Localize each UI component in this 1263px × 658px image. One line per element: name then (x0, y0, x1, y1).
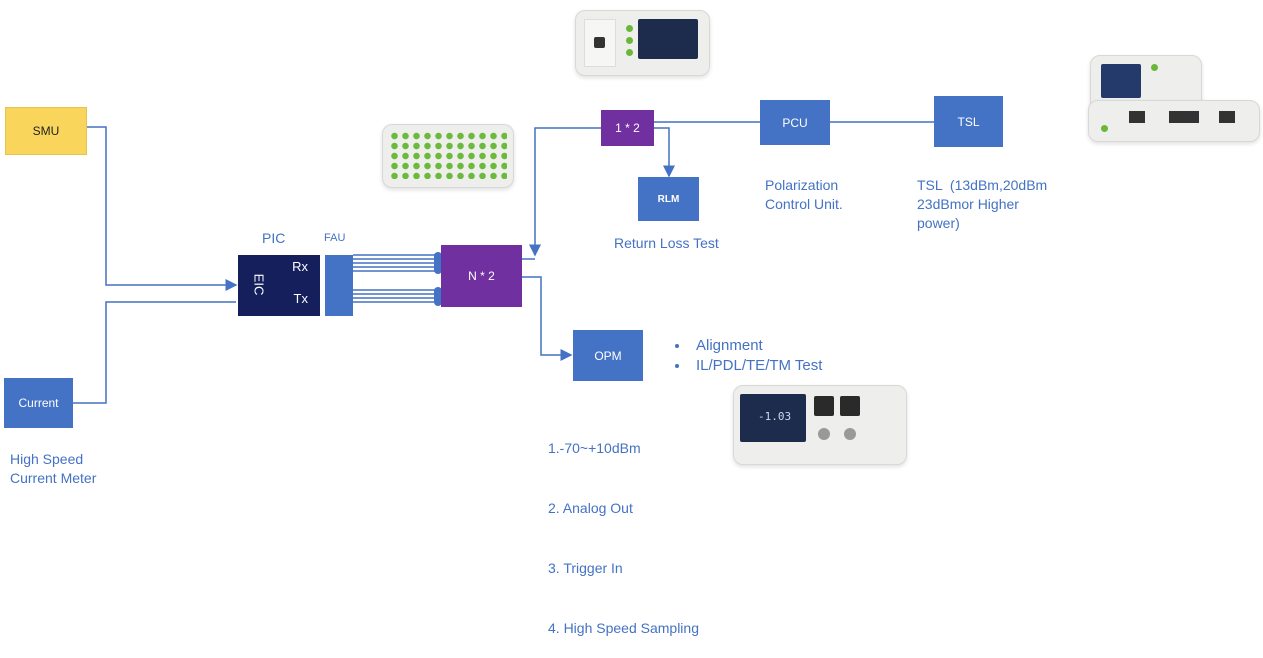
tx-label: Tx (293, 291, 308, 306)
bnc-connector-icon (844, 428, 856, 440)
return-loss-caption: Return Loss Test (614, 235, 719, 251)
sensor-port-icon (840, 396, 860, 416)
port-icon (1219, 111, 1235, 123)
opm-bullet: IL/PDL/TE/TM Test (690, 356, 822, 376)
fiber-bundle-tx (353, 289, 437, 303)
opm-spec: 2. Analog Out (548, 500, 633, 516)
pcu-label: PCU (782, 115, 808, 130)
wire-splitter-rlm (654, 127, 675, 178)
tsl-caption: TSL (13dBm,20dBm 23dBmor Higher power) (917, 177, 1048, 231)
current-meter-caption: High Speed Current Meter (10, 451, 97, 486)
wire-smu-eic (87, 126, 238, 291)
opm-spec-list: 1.-70~+10dBm 2. Analog Out 3. Trigger In… (548, 398, 699, 658)
opm-bullet-list: Alignment IL/PDL/TE/TM Test (668, 336, 822, 376)
tsl-base-device-photo (1088, 100, 1260, 142)
connector-tx (434, 287, 442, 306)
pic-box[interactable]: EIC Rx Tx (238, 255, 320, 316)
fau-box[interactable] (325, 255, 353, 316)
connector-rx (434, 252, 442, 274)
wire-n2-opm (522, 276, 573, 361)
led-icon (1151, 64, 1158, 71)
opm-device-photo: -1.03 (733, 385, 907, 465)
rlm-label: RLM (657, 193, 680, 205)
wire-current-eic (73, 301, 236, 404)
tsl-label: TSL (957, 114, 980, 129)
bnc-connector-icon (818, 428, 830, 440)
device-screen (1101, 64, 1141, 98)
pcu-caption: Polarization Control Unit. (765, 177, 843, 212)
knob-icon (594, 37, 605, 48)
eic-label: EIC (251, 273, 267, 296)
opm-label: OPM (594, 348, 622, 363)
device-screen (638, 19, 698, 59)
opm-bullet: Alignment (690, 336, 822, 356)
opm-box[interactable]: OPM (573, 330, 643, 381)
wire-splitter-n2 (529, 127, 601, 257)
rlm-box[interactable]: RLM (638, 177, 699, 221)
led-icon (626, 37, 633, 44)
n2-switch-box[interactable]: N * 2 (441, 245, 522, 307)
led-icon (1101, 125, 1108, 132)
device-panel (584, 19, 616, 67)
opm-spec: 4. High Speed Sampling (548, 620, 699, 636)
splitter-label: 1 * 2 (615, 121, 640, 135)
connection-lines (73, 121, 934, 404)
opm-spec: 1.-70~+10dBm (548, 440, 641, 456)
port-icon (1129, 111, 1145, 123)
current-box[interactable]: Current (4, 378, 73, 428)
fiber-bundle-rx (353, 254, 437, 272)
opm-spec: 3. Trigger In (548, 560, 623, 576)
fau-title: FAU (324, 232, 346, 244)
smu-label: SMU (32, 124, 60, 138)
smu-box[interactable]: SMU (5, 107, 87, 155)
fiber-ports (389, 131, 507, 179)
current-label: Current (18, 396, 59, 410)
opm-screen-reading: -1.03 (758, 410, 792, 423)
device-screen: -1.03 (740, 394, 806, 442)
rx-label: Rx (292, 259, 308, 274)
led-icon (626, 49, 633, 56)
pcu-device-photo (575, 10, 710, 76)
pic-title: PIC (262, 230, 286, 246)
sensor-port-icon (814, 396, 834, 416)
led-icon (626, 25, 633, 32)
splitter-box[interactable]: 1 * 2 (601, 110, 654, 146)
n2-label: N * 2 (468, 269, 495, 283)
port-icon (1169, 111, 1199, 123)
tsl-box[interactable]: TSL (934, 96, 1003, 147)
pcu-box[interactable]: PCU (760, 100, 830, 145)
fiber-switch-device-photo (382, 124, 514, 188)
